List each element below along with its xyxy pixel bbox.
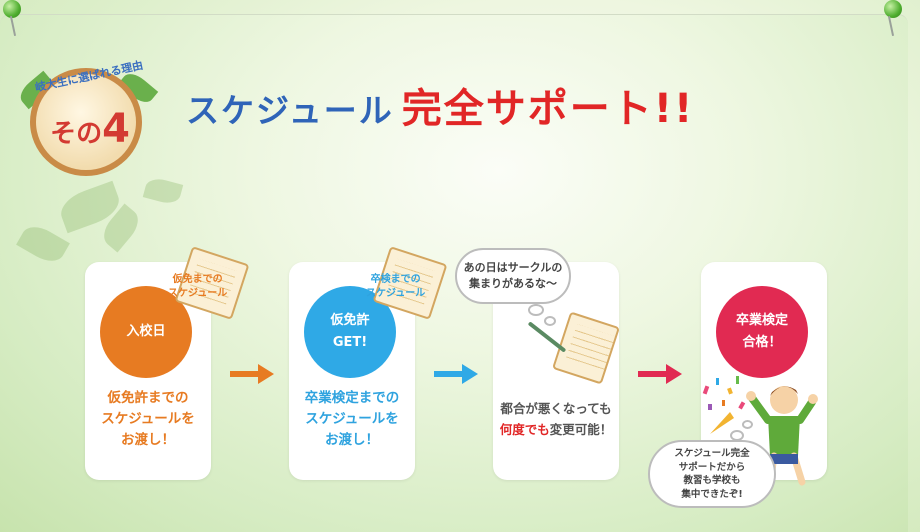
step-text-3: 都合が悪くなっても 何度でも変更可能！ <box>493 398 619 440</box>
clipboard-label-line: スケジュール <box>366 288 426 299</box>
step-text-2: 卒業検定までの スケジュールを お渡し！ <box>289 388 415 451</box>
thought-dot <box>528 304 544 316</box>
thought-line: 教習も学校も <box>683 475 741 486</box>
thought-line: あの日はサークルの <box>463 261 563 274</box>
step-text-line: お渡し！ <box>121 432 175 448</box>
step-circle-label: 入校日 <box>126 324 166 339</box>
arrow-icon <box>230 364 274 384</box>
arrow-icon <box>638 364 682 384</box>
thought-line: 集まりがあるな〜 <box>468 277 557 290</box>
badge-label: その <box>50 119 103 149</box>
arrow-icon <box>434 364 478 384</box>
student-figure <box>746 386 818 488</box>
clipboard-label-line: 仮免までの <box>172 274 223 285</box>
thought-dot <box>742 420 753 429</box>
step-text-1: 仮免許までの スケジュールを お渡し！ <box>85 388 211 451</box>
step-text-line: 何度でも変更可能！ <box>493 419 619 440</box>
clipboard-label-2: 卒検までの スケジュール <box>366 273 425 301</box>
clipboard-label-1: 仮免までの スケジュール <box>168 273 227 301</box>
clipboard-label-line: スケジュール <box>168 288 228 299</box>
celebrating-student-illustration <box>702 376 818 488</box>
confetti-icon <box>702 376 746 434</box>
step-text-highlight: 何度でも <box>499 422 550 437</box>
step-text-rest: 変更可能！ <box>549 422 613 437</box>
thought-dot <box>730 430 744 441</box>
thought-line: スケジュール完全 <box>674 448 750 459</box>
step-circle-label: 卒業検定 <box>735 313 788 328</box>
thought-bubble: あの日はサークルの 集まりがあるな〜 <box>455 248 571 304</box>
title-part1: スケジュール <box>186 91 394 130</box>
step-circle-4: 卒業検定 合格！ <box>716 286 808 378</box>
step-circle-label: 仮免許 <box>330 313 370 328</box>
badge-number: その4 <box>32 106 148 152</box>
reason-badge: 岐大生に選ばれる理由 その4 <box>15 50 159 176</box>
step-text-line: お渡し！ <box>325 432 379 448</box>
step-text-line: スケジュールを <box>305 411 399 427</box>
title-part2: 完全サポート!! <box>401 86 695 132</box>
pin-icon <box>3 0 21 18</box>
thought-dot <box>544 316 556 326</box>
step-text-line: 都合が悪くなっても <box>500 401 612 416</box>
thought-bubble-2: スケジュール完全 サポートだから 教習も学校も 集中できたぞ! <box>648 440 776 508</box>
step-text-line: 卒業検定までの <box>304 390 400 406</box>
page-title: スケジュール完全サポート!! <box>186 76 694 134</box>
badge-digit: 4 <box>102 106 130 152</box>
step-text-line: 仮免許までの <box>107 390 189 406</box>
thought-line: 集中できたぞ! <box>681 488 743 500</box>
thought-line: サポートだから <box>678 461 746 473</box>
step-text-line: スケジュールを <box>101 411 195 427</box>
pin-icon <box>884 0 902 18</box>
clipboard-label-line: 卒検までの <box>370 274 421 285</box>
badge-disc <box>30 68 142 176</box>
step-circle-label: GET! <box>332 335 368 350</box>
step-circle-label: 合格！ <box>742 335 782 350</box>
step-card-2: 仮免許 GET! 卒業検定までの スケジュールを お渡し！ <box>289 262 415 480</box>
